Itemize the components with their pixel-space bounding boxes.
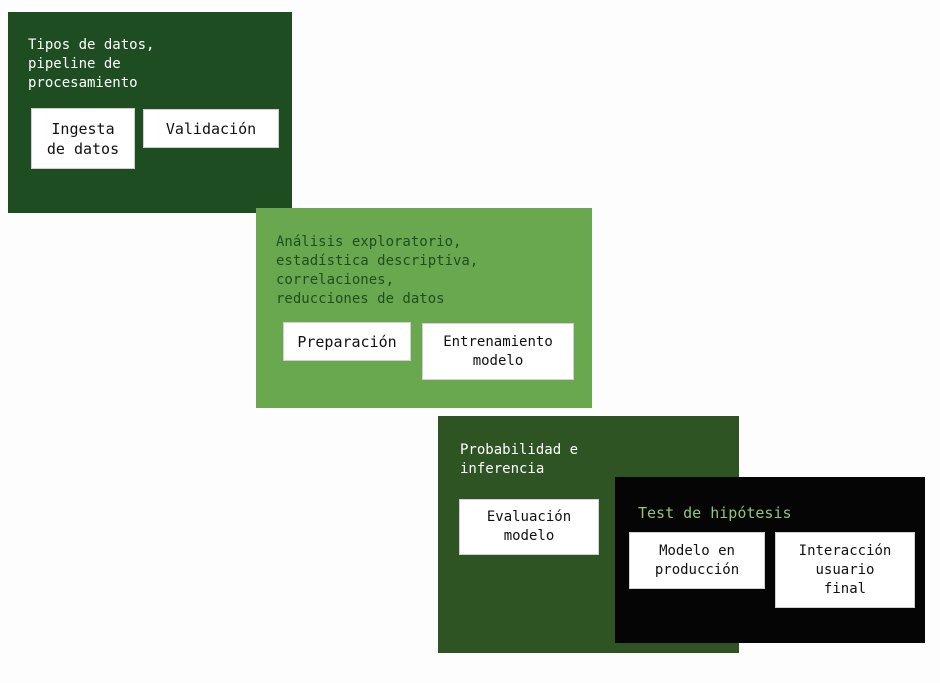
panel-probability-inference-title: Probabilidad e inferencia — [460, 442, 579, 477]
panel-data-types: Tipos de datos, pipeline de procesamient… — [8, 12, 292, 213]
panel-exploratory-analysis: Análisis exploratorio, estadística descr… — [256, 208, 592, 408]
panel-hypothesis-test-title: Test de hipótesis — [638, 504, 792, 522]
interaccion-usuario-box: Interacción usuario final — [775, 532, 915, 608]
panel-data-types-title: Tipos de datos, pipeline de procesamient… — [28, 37, 155, 91]
modelo-produccion-box: Modelo en producción — [629, 532, 765, 589]
evaluacion-box: Evaluación modelo — [459, 499, 599, 555]
preparacion-box: Preparación — [283, 322, 411, 361]
panel-exploratory-analysis-title: Análisis exploratorio, estadística descr… — [276, 234, 479, 307]
ingesta-box: Ingesta de datos — [31, 108, 135, 169]
validacion-box: Validación — [143, 109, 279, 148]
entrenamiento-box: Entrenamiento modelo — [422, 323, 574, 380]
panel-hypothesis-test: Test de hipótesis Modelo en producción I… — [615, 477, 925, 643]
